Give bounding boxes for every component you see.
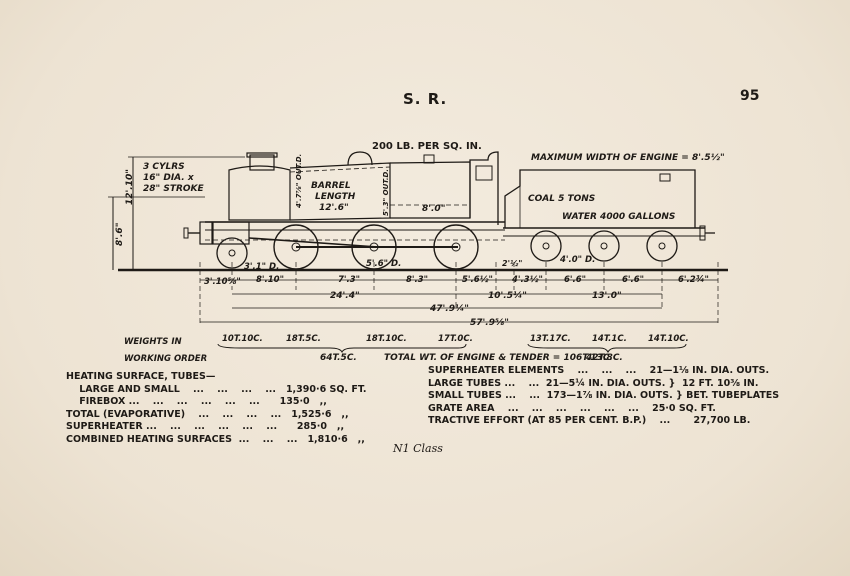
- spec-line: TRACTIVE EFFORT (AT 85 PER CENT. B.P.) .…: [428, 415, 751, 427]
- dim-front-overhang: 3'.10⅝": [204, 277, 241, 287]
- dim-rear-overhang: 6'.2¾": [678, 275, 709, 285]
- spec-line: GRATE AREA ... ... ... ... ... ... 25·0 …: [428, 402, 716, 414]
- page-number: 95: [740, 88, 760, 104]
- axle-weight-driver-1: 18T.5C.: [286, 334, 321, 344]
- tender-weight: 42T.8C.: [585, 353, 623, 363]
- total-weight: TOTAL WT. OF ENGINE & TENDER = 106T.13C.: [384, 353, 613, 363]
- dim-pony-to-driver: 8'.10": [256, 275, 284, 285]
- dim-total-wheelbase: 47'.9¼": [429, 303, 469, 314]
- dim-engine-wheelbase: 24'.4": [330, 291, 360, 301]
- axle-weight-tender-1: 13T.17C.: [530, 334, 571, 344]
- tender-wheel-3: [646, 230, 678, 262]
- spec-line: COMBINED HEATING SURFACES ... ... ... 1,…: [66, 433, 365, 445]
- tender-outline: [503, 169, 715, 241]
- coupled-wheel-dia-label: 5'.6" D.: [366, 259, 401, 269]
- spec-line: LARGE AND SMALL ... ... ... ... 1,390·6 …: [66, 383, 367, 395]
- max-width-label: MAXIMUM WIDTH OF ENGINE = 8'.5½": [531, 153, 725, 163]
- pony-wheel-dia-label: 3'.1" D.: [244, 262, 279, 272]
- tender-wheel-dia-label: 4'.0" D.: [559, 255, 595, 265]
- boiler-height-label: 8'.6": [115, 223, 125, 246]
- spec-line: TOTAL (EVAPORATIVE) ... ... ... ... 1,52…: [66, 408, 349, 420]
- spec-line: LARGE TUBES ... ... 21—5¼ IN. DIA. OUTS.…: [428, 377, 759, 389]
- dim-tender-1-2: 6'.6": [564, 275, 586, 285]
- axle-weight-pony: 10T.10C.: [222, 334, 263, 344]
- cylinder-stroke-label: 28" STROKE: [143, 184, 205, 194]
- dim-to-tender-axle: 4'.3½": [511, 275, 543, 285]
- dim-driver-1-2: 7'.3": [338, 275, 360, 285]
- axle-weight-tender-2: 14T.1C.: [592, 334, 627, 344]
- rear-diameter-label: 5'.3" OUT.D.: [382, 169, 390, 216]
- axle-weight-tender-3: 14T.10C.: [648, 334, 689, 344]
- cylinder-dia-label: 16" DIA. x: [143, 173, 195, 183]
- cylinders-label: 3 CYLRS: [143, 162, 185, 172]
- water-capacity-label: WATER 4000 GALLONS: [562, 212, 675, 222]
- dim-driver-to-cab: 5'.6½": [462, 275, 493, 285]
- dim-coupling-gap: 2'½": [502, 259, 522, 268]
- spec-line: HEATING SURFACE, TUBES—: [66, 371, 216, 382]
- barrel-length-value: 12'.6": [319, 203, 349, 213]
- spec-line: FIREBOX ... ... ... ... ... ... 135·0 ,,: [66, 396, 327, 408]
- axle-weight-driver-2: 18T.10C.: [366, 334, 407, 344]
- firebox-length-label: 8'.0": [422, 204, 445, 214]
- weight-braces: [217, 343, 687, 354]
- heating-surface-specs: HEATING SURFACE, TUBES— LARGE AND SMALL …: [66, 371, 396, 447]
- class-caption: N1 Class: [393, 442, 443, 455]
- tube-and-performance-specs: SUPERHEATER ELEMENTS ... ... ... 21—1⅛ I…: [428, 365, 780, 428]
- working-order-heading: WORKING ORDER: [124, 354, 207, 364]
- spec-line: SUPERHEATER ELEMENTS ... ... ... 21—1⅛ I…: [428, 365, 770, 376]
- dim-tender-wheelbase: 13'.0": [592, 291, 622, 301]
- pressure-label: 200 LB. PER SQ. IN.: [372, 141, 482, 152]
- height-dimensions: [108, 156, 245, 270]
- weights-heading: WEIGHTS IN: [124, 337, 182, 347]
- tender-wheel-2: [588, 230, 620, 262]
- dim-tender-2-3: 6'.6": [622, 275, 644, 285]
- spec-line: SMALL TUBES ... ... 173—1⅞ IN. DIA. OUTS…: [428, 390, 780, 402]
- overall-height-label: 12'.10": [125, 169, 135, 205]
- dim-overall-length: 57'.9⅝": [470, 318, 509, 328]
- front-diameter-label: 4'.7⅞" OUT.D.: [295, 154, 303, 208]
- spec-line: SUPERHEATER ... ... ... ... ... ... 285·…: [66, 421, 345, 433]
- barrel-length-word: LENGTH: [315, 192, 356, 202]
- engine-weight: 64T.5C.: [320, 353, 357, 363]
- dim-driver-2-3: 8'.3": [406, 275, 428, 285]
- dimension-lines: [200, 279, 718, 323]
- tender-wheel-1: [530, 230, 562, 262]
- pony-wheel: [216, 237, 248, 269]
- barrel-label: BARREL: [311, 181, 351, 191]
- axle-extension-lines: [199, 262, 719, 324]
- engine-outline: [183, 151, 505, 248]
- railway-heading: S. R.: [403, 90, 448, 108]
- dim-engine-tender-span: 10'.5¼": [488, 290, 527, 301]
- coal-capacity-label: COAL 5 TONS: [528, 194, 595, 204]
- axle-weight-driver-3: 17T.0C.: [438, 334, 473, 344]
